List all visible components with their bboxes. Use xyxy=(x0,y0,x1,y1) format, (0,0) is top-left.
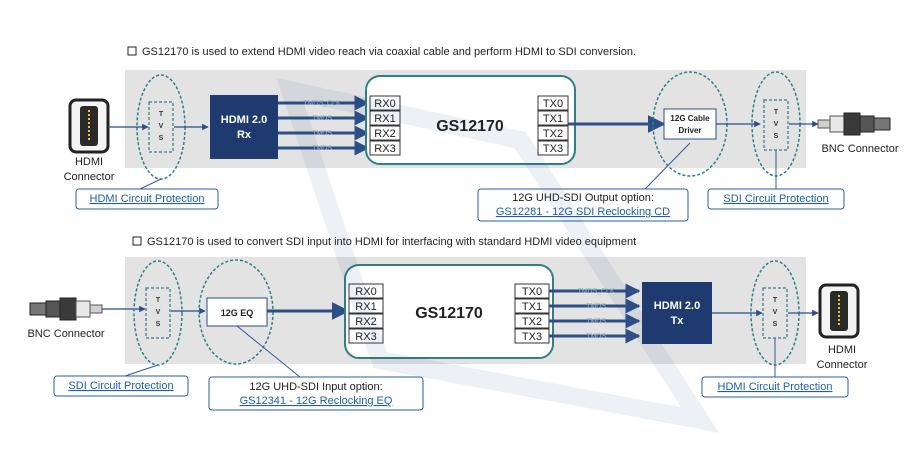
tvs-letter: S xyxy=(774,133,779,140)
sdi-protection-callout[interactable]: SDI Circuit Protection xyxy=(707,188,845,210)
hdmi-connector-label-line1: HDMI xyxy=(75,156,103,168)
callout-connector-line xyxy=(139,178,162,190)
bnc-connector-icon xyxy=(817,112,891,136)
caption: GS12170 is used to extend HDMI video rea… xyxy=(142,46,636,58)
section-2: GS12170 is used to convert SDI input int… xyxy=(27,236,868,411)
tmds-label: TMDS xyxy=(312,130,332,137)
cable-driver-label-line2: Driver xyxy=(678,126,701,135)
output-option-callout[interactable]: 12G UHD-SDI Output option: GS12281 - 12G… xyxy=(477,188,689,222)
input-option-callout[interactable]: 12G UHD-SDI Input option: GS12341 - 12G … xyxy=(208,376,424,411)
tvs-letter: T xyxy=(773,297,778,304)
hdmi-connector-icon xyxy=(68,98,110,154)
rx-port-label: RX3 xyxy=(374,143,395,155)
chip-label: GS12170 xyxy=(436,118,504,135)
tvs-letter: V xyxy=(774,121,779,128)
gs12170-chip xyxy=(344,264,554,359)
tvs-diode-block xyxy=(148,101,174,153)
tvs-letter: V xyxy=(156,309,161,316)
tvs-letter: T xyxy=(156,297,161,304)
tvs-letter: S xyxy=(156,321,161,328)
tx-port-label: TX2 xyxy=(543,128,563,140)
hdmi-connector-label-line1: HDMI xyxy=(828,344,856,356)
hdmi-protection-callout[interactable]: HDMI Circuit Protection xyxy=(75,188,219,210)
tx-port-label: TX1 xyxy=(543,113,563,125)
tmds-label: TMDS xyxy=(586,303,606,310)
rx-port-label: RX2 xyxy=(374,128,395,140)
tx-port-label: TX2 xyxy=(522,316,542,328)
tx-ports: TX0 TX1 TX2 TX3 xyxy=(537,95,569,156)
rx-port-label: RX0 xyxy=(374,98,395,110)
input-option-text: 12G UHD-SDI Input option: xyxy=(249,381,382,393)
tx-port-label: TX1 xyxy=(522,301,542,313)
tvs-letter: T xyxy=(159,111,164,118)
section-1: GS12170 is used to extend HDMI video rea… xyxy=(64,46,899,222)
hdmi-protection-link[interactable]: HDMI Circuit Protection xyxy=(718,381,833,393)
cable-driver-block xyxy=(663,108,717,140)
bnc-connector-icon xyxy=(29,297,103,321)
tx-ports: TX0 TX1 TX2 TX3 xyxy=(514,283,550,344)
hdmi-rx-block xyxy=(210,95,278,159)
hdmi-connector-label-line2: Connector xyxy=(817,359,868,371)
sdi-protection-callout[interactable]: SDI Circuit Protection xyxy=(53,375,189,397)
input-option-link[interactable]: GS12341 - 12G Reclocking EQ xyxy=(240,395,393,407)
hdmi-connector-icon xyxy=(818,283,860,339)
tmds-label: TMDS xyxy=(586,318,606,325)
tvs-letter: S xyxy=(159,135,164,142)
bnc-connector-label: BNC Connector xyxy=(821,143,898,155)
checkbox-bullet-icon xyxy=(132,236,142,246)
checkbox-bullet-icon xyxy=(127,46,137,56)
tvs-letter: V xyxy=(773,309,778,316)
cable-driver-label-line1: 12G Cable xyxy=(670,114,710,123)
tmds-label: TMDS xyxy=(312,115,332,122)
hdmi-tx-label-line1: HDMI 2.0 xyxy=(654,300,700,312)
tmds-label: TMDS_CLK xyxy=(303,100,341,107)
hdmi-rx-label-line2: Rx xyxy=(237,129,252,141)
eq-label: 12G EQ xyxy=(221,308,254,318)
hdmi-connector-label-line2: Connector xyxy=(64,171,115,183)
output-option-link[interactable]: GS12281 - 12G SDI Reclocking CD xyxy=(496,206,670,218)
tmds-lanes: TMDS_CLK TMDS TMDS TMDS xyxy=(549,283,641,344)
hdmi-tx-block xyxy=(642,282,712,344)
tmds-label: TMDS_CLK xyxy=(577,288,615,295)
rx-port-label: RX1 xyxy=(355,301,376,313)
tvs-letter: T xyxy=(774,109,779,116)
tx-port-label: TX3 xyxy=(522,331,542,343)
tvs-letter: V xyxy=(159,123,164,130)
tmds-label: TMDS xyxy=(312,145,332,152)
tvs-letter: S xyxy=(773,321,778,328)
callout-connector-line xyxy=(236,325,301,378)
sdi-protection-link[interactable]: SDI Circuit Protection xyxy=(68,380,173,392)
hdmi-tx-label-line2: Tx xyxy=(671,315,685,327)
rx-port-label: RX3 xyxy=(355,331,376,343)
rx-port-label: RX1 xyxy=(374,113,395,125)
gs12170-chip xyxy=(365,75,576,165)
chip-label: GS12170 xyxy=(415,305,483,322)
rx-port-label: RX2 xyxy=(355,316,376,328)
output-option-text: 12G UHD-SDI Output option: xyxy=(512,192,654,204)
tx-port-label: TX0 xyxy=(543,98,563,110)
tmds-lanes: TMDS_CLK TMDS TMDS TMDS xyxy=(278,95,370,156)
rx-port-label: RX0 xyxy=(355,286,376,298)
watermark-logo xyxy=(276,77,719,433)
hdmi-rx-label-line1: HDMI 2.0 xyxy=(221,114,267,126)
rx-ports: RX0 RX1 RX2 RX3 xyxy=(369,95,401,156)
hdmi-protection-link[interactable]: HDMI Circuit Protection xyxy=(90,193,205,205)
sdi-protection-link[interactable]: SDI Circuit Protection xyxy=(723,193,828,205)
callout-connector-line xyxy=(124,364,159,377)
eq-block xyxy=(206,297,268,327)
callout-connector-line xyxy=(644,142,691,190)
hdmi-protection-callout[interactable]: HDMI Circuit Protection xyxy=(701,376,849,398)
tx-port-label: TX0 xyxy=(522,286,542,298)
caption: GS12170 is used to convert SDI input int… xyxy=(147,236,636,248)
bnc-connector-label: BNC Connector xyxy=(27,328,104,340)
tvs-diode-block xyxy=(145,287,171,339)
tmds-label: TMDS xyxy=(586,333,606,340)
rx-ports: RX0 RX1 RX2 RX3 xyxy=(348,283,384,344)
tx-port-label: TX3 xyxy=(543,143,563,155)
